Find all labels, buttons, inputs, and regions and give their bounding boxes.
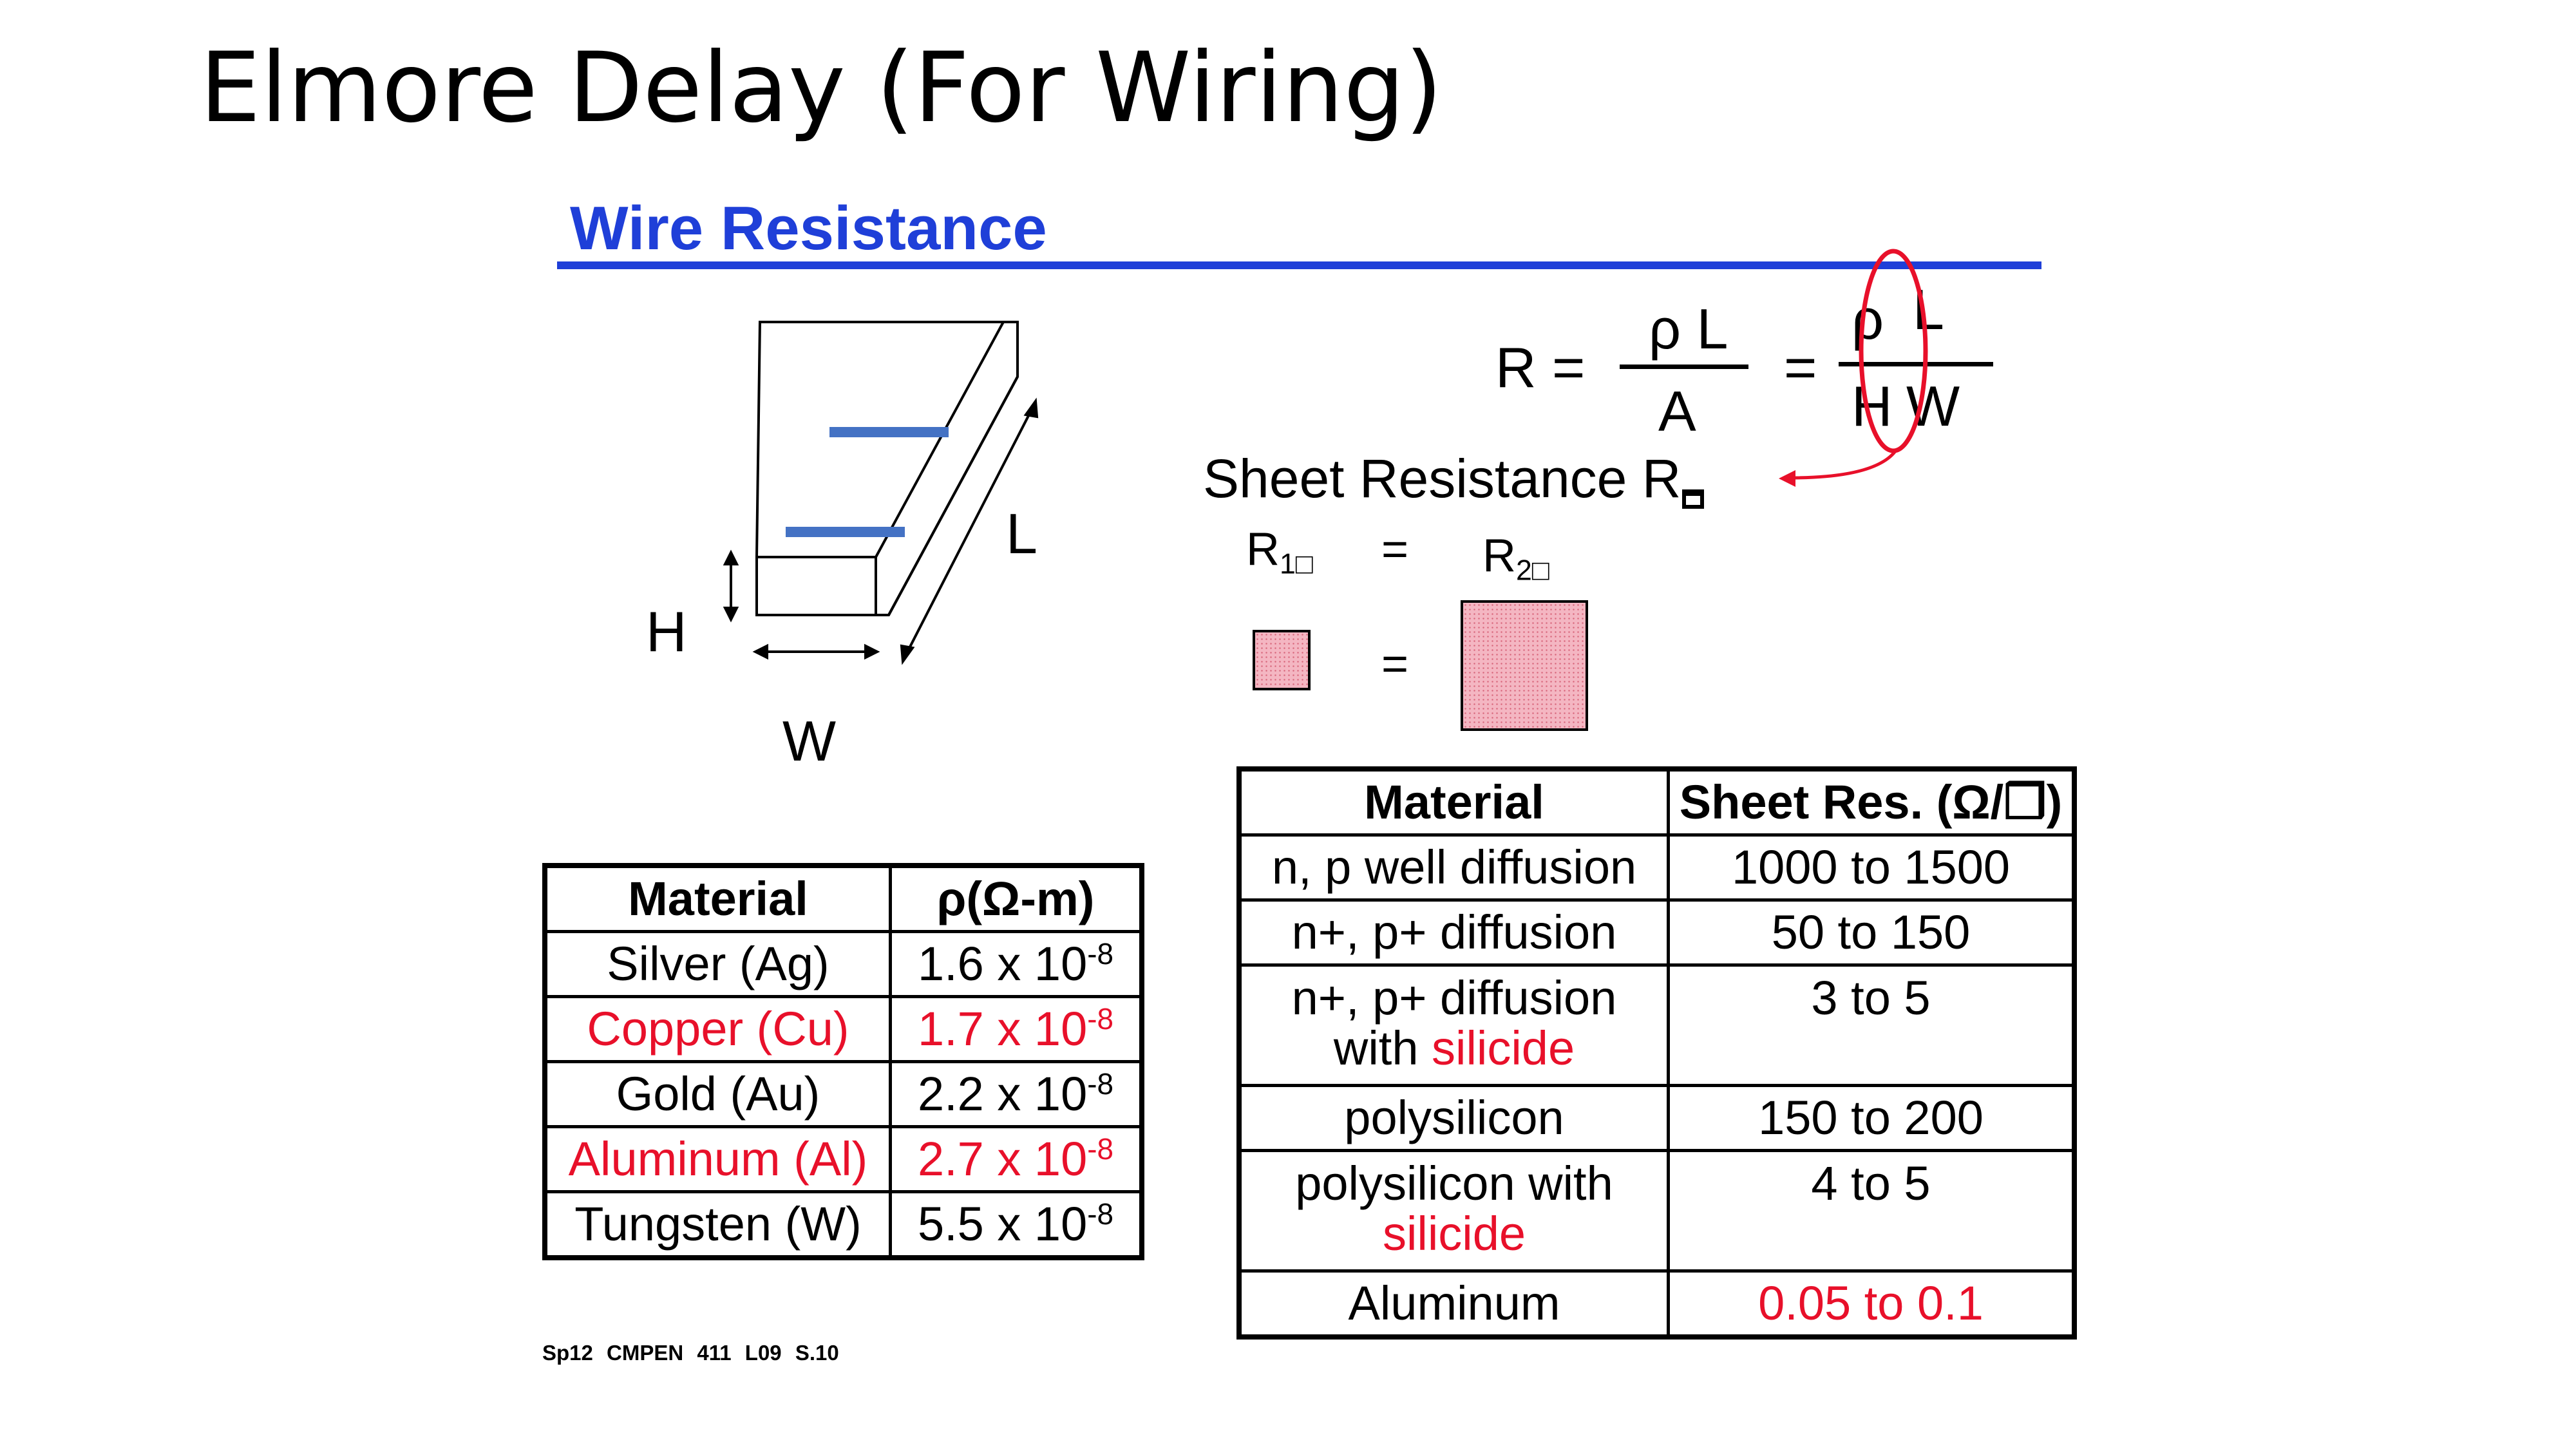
formula-num1: ρ L xyxy=(1649,297,1728,361)
resistivity-cell: 2.7 x 10-8 xyxy=(889,1125,1144,1193)
value-cell: 1000 to 1500 xyxy=(1667,833,2076,902)
r1-label: R1□ xyxy=(1246,524,1313,580)
square-equals: = xyxy=(1381,638,1409,690)
slide-footer: Sp12 CMPEN 411 L09 S.10 xyxy=(542,1341,839,1365)
sheet-resistance-label: Sheet Resistance R xyxy=(1203,448,1705,510)
r2-label: R2□ xyxy=(1482,530,1549,587)
section-underline xyxy=(557,261,2041,269)
r-equals: = xyxy=(1381,524,1409,575)
table-row: n, p well diffusion 1000 to 1500 xyxy=(1237,833,2076,902)
section-title: Wire Resistance xyxy=(570,194,1047,263)
red-circle xyxy=(1859,249,1928,453)
resistivity-cell: 2.2 x 10-8 xyxy=(889,1060,1144,1128)
material-cell: Gold (Au) xyxy=(543,1060,892,1128)
formula-den1: A xyxy=(1658,379,1696,443)
table-row: n+, p+ diffusion 50 to 150 xyxy=(1237,898,2076,967)
width-arrow xyxy=(752,643,880,660)
value-cell: 150 to 200 xyxy=(1667,1084,2076,1152)
fraction-bar-1 xyxy=(1620,365,1748,369)
material-cell: polysilicon xyxy=(1237,1084,1670,1152)
material-cell: Aluminum (Al) xyxy=(543,1125,892,1193)
small-square xyxy=(1253,630,1311,690)
header-material: Material xyxy=(1237,767,1670,837)
table-header-row: Material Sheet Res. (Ω/❒) xyxy=(1237,767,2076,837)
red-arrow-head xyxy=(1779,470,1795,487)
label-h: H xyxy=(646,600,687,663)
formula-eq2: = xyxy=(1784,336,1817,399)
resistivity-cell: 1.7 x 10-8 xyxy=(889,995,1144,1063)
header-resistivity: ρ(Ω-m) xyxy=(889,864,1144,933)
large-square xyxy=(1461,600,1588,731)
length-arrow xyxy=(900,397,1039,665)
header-sheet-res: Sheet Res. (Ω/❒) xyxy=(1667,767,2076,837)
header-material: Material xyxy=(543,864,892,933)
table-row: Tungsten (W) 5.5 x 10-8 xyxy=(543,1190,1144,1260)
label-w: W xyxy=(782,709,837,773)
table-row: Aluminum 0.05 to 0.1 xyxy=(1237,1269,2076,1339)
table-row: polysilicon 150 to 200 xyxy=(1237,1084,2076,1152)
formula-r-equals: R = xyxy=(1495,336,1586,399)
fraction-bar-2 xyxy=(1839,362,1993,366)
table-row: Copper (Cu) 1.7 x 10-8 xyxy=(543,995,1144,1063)
resistivity-cell: 1.6 x 10-8 xyxy=(889,930,1144,998)
material-cell: Tungsten (W) xyxy=(543,1190,892,1260)
value-cell: 3 to 5 xyxy=(1667,963,2076,1087)
table-row: Aluminum (Al) 2.7 x 10-8 xyxy=(543,1125,1144,1193)
wire-diagram xyxy=(723,321,1039,665)
material-cell: Aluminum xyxy=(1237,1269,1670,1339)
wire-bar-bottom xyxy=(786,527,905,537)
wire-bar-top xyxy=(829,427,949,437)
height-arrow xyxy=(723,549,739,623)
material-cell: n, p well diffusion xyxy=(1237,833,1670,902)
value-cell: 50 to 150 xyxy=(1667,898,2076,967)
value-cell: 0.05 to 0.1 xyxy=(1667,1269,2076,1339)
sheet-resistance-table: Material Sheet Res. (Ω/❒) n, p well diff… xyxy=(1236,766,2077,1340)
red-arrow-curve xyxy=(1790,448,1899,480)
value-cell: 4 to 5 xyxy=(1667,1149,2076,1273)
slide-title: Elmore Delay (For Wiring) xyxy=(200,32,1443,144)
resistivity-table: Material ρ(Ω-m) Silver (Ag) 1.6 x 10-8 C… xyxy=(542,863,1144,1260)
resistivity-cell: 5.5 x 10-8 xyxy=(889,1190,1144,1260)
material-cell: n+, p+ diffusion xyxy=(1237,898,1670,967)
square-symbol xyxy=(1682,489,1705,509)
material-cell: Silver (Ag) xyxy=(543,930,892,998)
label-l: L xyxy=(1006,502,1037,565)
red-annotation xyxy=(1779,249,1928,487)
table-row: Gold (Au) 2.2 x 10-8 xyxy=(543,1060,1144,1128)
table-row: Silver (Ag) 1.6 x 10-8 xyxy=(543,930,1144,998)
material-cell: Copper (Cu) xyxy=(543,995,892,1063)
table-header-row: Material ρ(Ω-m) xyxy=(543,864,1144,933)
